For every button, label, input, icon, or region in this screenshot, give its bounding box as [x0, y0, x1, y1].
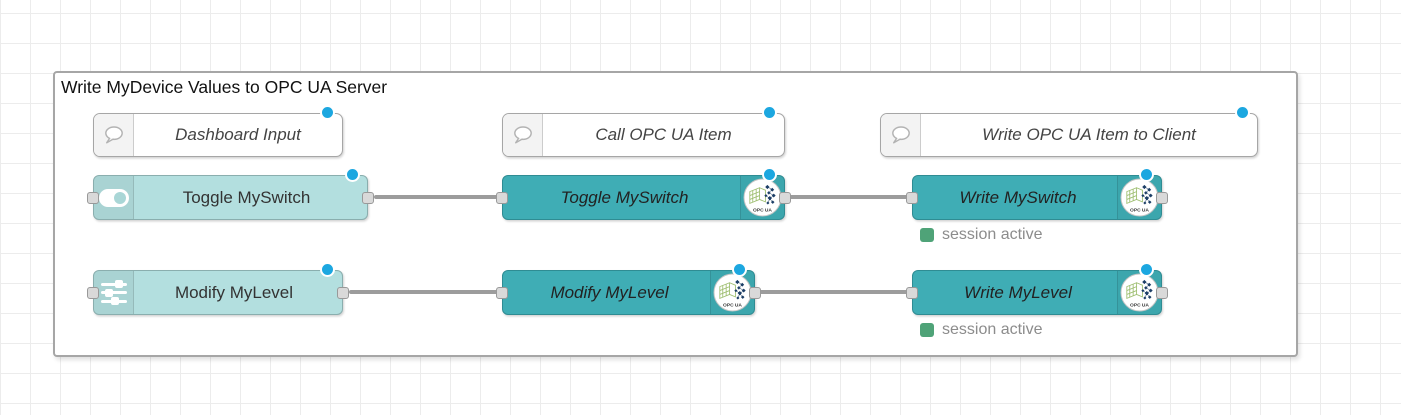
node-label: Modify MyLevel: [550, 282, 669, 302]
changed-indicator-dot: [1139, 262, 1154, 277]
node-toggle-myswitch-dashboard[interactable]: Toggle MySwitch: [87, 167, 374, 220]
opcua-logo-icon: [740, 176, 784, 219]
input-port[interactable]: [496, 287, 508, 299]
comment-label: Call OPC UA Item: [595, 125, 732, 144]
node-modify-mylevel-dashboard[interactable]: Modify MyLevel: [87, 262, 349, 315]
changed-indicator-dot: [345, 167, 360, 182]
comment-label: Write OPC UA Item to Client: [982, 125, 1196, 144]
status-green-dot: [920, 323, 934, 337]
comment-icon: [94, 114, 134, 156]
flow-group-label: Write MyDevice Values to OPC UA Server: [61, 77, 388, 97]
input-port[interactable]: [496, 192, 508, 204]
comment-dashboard-input[interactable]: Dashboard Input: [93, 105, 343, 157]
comment-write-opcua-item[interactable]: Write OPC UA Item to Client: [880, 105, 1258, 157]
opcua-logo-icon: [1117, 271, 1161, 314]
node-label: Toggle MySwitch: [560, 187, 689, 207]
status-indicator: session active: [920, 321, 1043, 339]
output-port[interactable]: [337, 287, 349, 299]
status-text: session active: [942, 321, 1043, 338]
changed-indicator-dot: [762, 167, 777, 182]
node-toggle-myswitch-call[interactable]: Toggle MySwitch: [496, 167, 791, 220]
comment-label: Dashboard Input: [175, 125, 301, 144]
changed-indicator-dot: [1235, 105, 1250, 120]
input-port[interactable]: [906, 287, 918, 299]
toggle-on-icon: [94, 176, 134, 219]
node-label: Modify MyLevel: [174, 282, 294, 302]
input-port[interactable]: [87, 192, 99, 204]
node-label: Write MyLevel: [964, 282, 1072, 302]
output-port[interactable]: [1156, 192, 1168, 204]
wire[interactable]: [759, 290, 914, 294]
comment-call-opcua-item[interactable]: Call OPC UA Item: [502, 105, 785, 157]
input-port[interactable]: [906, 192, 918, 204]
node-modify-mylevel-call[interactable]: Modify MyLevel: [496, 262, 761, 315]
wire[interactable]: [374, 195, 504, 199]
node-label: Write MySwitch: [959, 187, 1077, 207]
output-port[interactable]: [749, 287, 761, 299]
changed-indicator-dot: [762, 105, 777, 120]
changed-indicator-dot: [1139, 167, 1154, 182]
output-port[interactable]: [779, 192, 791, 204]
changed-indicator-dot: [320, 262, 335, 277]
status-text: session active: [942, 226, 1043, 243]
comment-icon: [503, 114, 543, 156]
changed-indicator-dot: [320, 105, 335, 120]
status-indicator: session active: [920, 226, 1043, 244]
output-port[interactable]: [1156, 287, 1168, 299]
wire[interactable]: [788, 195, 914, 199]
node-label: Toggle MySwitch: [182, 187, 311, 207]
node-write-mylevel[interactable]: Write MyLevel: [906, 262, 1168, 315]
sliders-icon: [94, 271, 134, 314]
opcua-logo-icon: [1117, 176, 1161, 219]
status-green-dot: [920, 228, 934, 242]
wire[interactable]: [349, 290, 504, 294]
input-port[interactable]: [87, 287, 99, 299]
comment-icon: [881, 114, 921, 156]
changed-indicator-dot: [732, 262, 747, 277]
output-port[interactable]: [362, 192, 374, 204]
opcua-logo-icon: [710, 271, 754, 314]
node-write-myswitch[interactable]: Write MySwitch: [906, 167, 1168, 220]
